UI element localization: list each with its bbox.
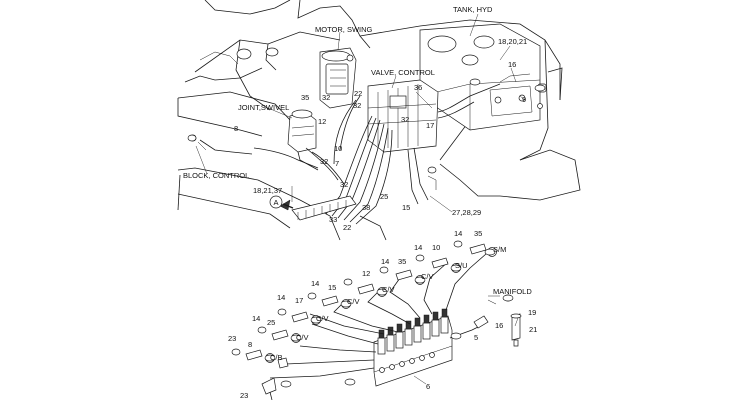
label-manifold: MANIFOLD bbox=[493, 287, 532, 296]
callout: 33 bbox=[329, 215, 337, 224]
callout: 23 bbox=[240, 391, 248, 400]
callout: 8 bbox=[234, 124, 238, 133]
callout: 5 bbox=[474, 333, 478, 342]
callout: 17 bbox=[426, 121, 434, 130]
port-designations: S/M S/U C/V C/V C/V C/V C/V C/B bbox=[270, 245, 506, 362]
callout: 8 bbox=[248, 340, 252, 349]
callout: 16 bbox=[508, 60, 516, 69]
callout: 22 bbox=[354, 89, 362, 98]
callout: 12 bbox=[362, 269, 370, 278]
callout: 32 bbox=[353, 101, 361, 110]
callout: 27,28,29 bbox=[452, 208, 481, 217]
label-joint-swivel: JOINT,SWIVEL bbox=[238, 103, 289, 112]
port-cv2: C/V bbox=[382, 285, 395, 294]
callout: 14 bbox=[252, 314, 260, 323]
label-block-control: BLOCK, CONTROL bbox=[183, 171, 249, 180]
callout: 32 bbox=[322, 93, 330, 102]
leader-lines bbox=[195, 13, 526, 385]
callout: 21 bbox=[529, 325, 537, 334]
view-marker-label: A bbox=[274, 198, 279, 207]
callout: 10 bbox=[432, 243, 440, 252]
component-labels: TANK, HYD MOTOR, SWING VALVE, CONTROL JO… bbox=[183, 5, 532, 296]
callout: 32 bbox=[340, 180, 348, 189]
callout: 32 bbox=[401, 115, 409, 124]
port-cv3: C/V bbox=[347, 297, 360, 306]
callout-numbers: 18,20,21 16 9 35 32 22 36 32 17 12 32 8 … bbox=[228, 37, 537, 400]
callout: 9 bbox=[522, 95, 526, 104]
callout: 38 bbox=[362, 203, 370, 212]
callout: 14 bbox=[454, 229, 462, 238]
callout: 17 bbox=[295, 296, 303, 305]
fitting-row-9 bbox=[261, 377, 277, 400]
label-tank-hyd: TANK, HYD bbox=[453, 5, 493, 14]
view-marker-a: A bbox=[269, 195, 294, 209]
port-sm: S/M bbox=[493, 245, 506, 254]
callout: 35 bbox=[398, 257, 406, 266]
callout: 15 bbox=[328, 283, 336, 292]
callout: 7 bbox=[335, 159, 339, 168]
callout: 32 bbox=[320, 157, 328, 166]
callout: 6 bbox=[426, 382, 430, 391]
callout: 12 bbox=[318, 117, 326, 126]
callout: 14 bbox=[414, 243, 422, 252]
callout: 25 bbox=[380, 192, 388, 201]
callout: 16 bbox=[495, 321, 503, 330]
callout: 36 bbox=[414, 83, 422, 92]
callout: 15 bbox=[402, 203, 410, 212]
label-motor-swing: MOTOR, SWING bbox=[315, 25, 373, 34]
code-bubbles bbox=[187, 78, 546, 388]
upper-assembly-drawing bbox=[177, 0, 581, 241]
port-su: S/U bbox=[455, 261, 468, 270]
callout: 35 bbox=[474, 229, 482, 238]
port-cv4: C/V bbox=[316, 314, 329, 323]
callout: 25 bbox=[267, 318, 275, 327]
port-cb: C/B bbox=[270, 353, 283, 362]
lower-manifold-drawing bbox=[231, 240, 522, 400]
callout: 14 bbox=[311, 279, 319, 288]
callout: 10 bbox=[334, 144, 342, 153]
callout: 14 bbox=[277, 293, 285, 302]
label-valve-control: VALVE, CONTROL bbox=[371, 68, 435, 77]
port-cv1: C/V bbox=[421, 272, 434, 281]
callout: 22 bbox=[343, 223, 351, 232]
callout: 35 bbox=[301, 93, 309, 102]
callout: 23 bbox=[228, 334, 236, 343]
callout: 19 bbox=[528, 308, 536, 317]
callout: 14 bbox=[381, 257, 389, 266]
callout: 18,20,21 bbox=[498, 37, 527, 46]
callout: 18,21,37 bbox=[253, 186, 282, 195]
port-cv5: C/V bbox=[296, 333, 309, 342]
